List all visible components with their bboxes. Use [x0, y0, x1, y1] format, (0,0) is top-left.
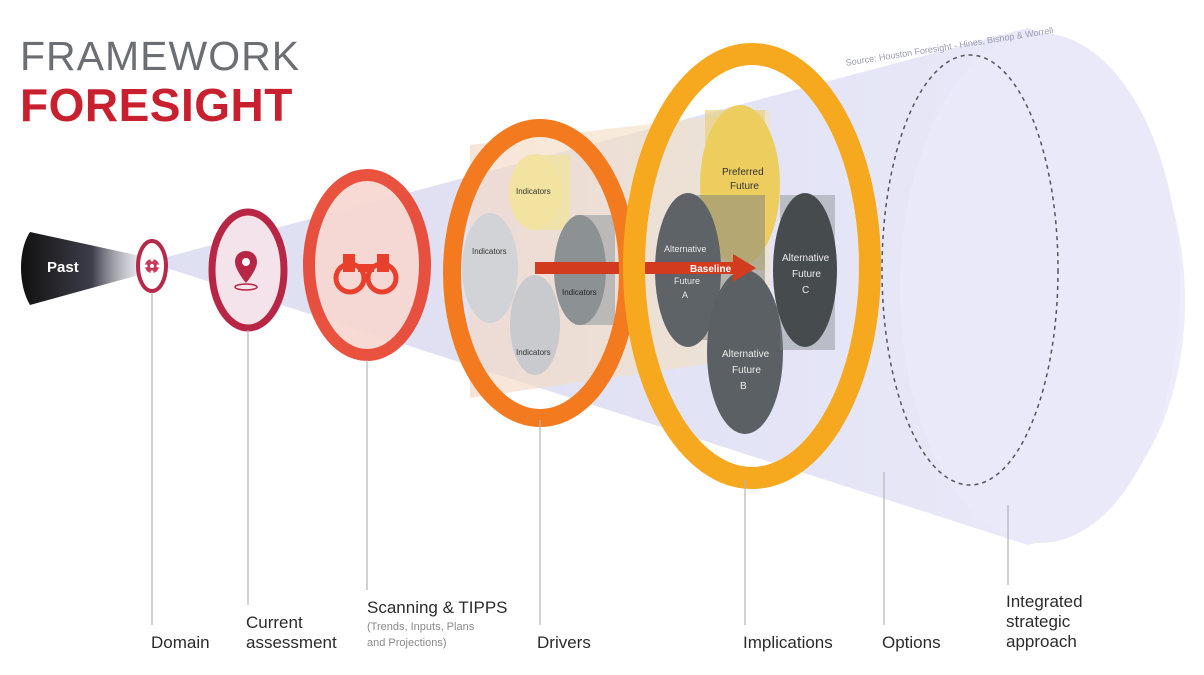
alt-future-b-line2: Future	[732, 365, 761, 376]
options-dashed-ring	[881, 54, 1059, 486]
indicator-label-1: Indicators	[516, 187, 551, 196]
baseline-arrow	[535, 254, 756, 282]
title-framework: FRAMEWORK	[20, 33, 301, 79]
implications-label: Implications	[743, 633, 833, 652]
alt-future-a-line1: Alternative	[664, 244, 707, 254]
binoculars-icon	[333, 254, 399, 295]
indicator-label-2: Indicators	[472, 247, 507, 256]
scanning-sub-line1: (Trends, Inputs, Plans	[367, 621, 475, 633]
indicator-label-4: Indicators	[516, 348, 551, 357]
integrated-label-line1: Integrated	[1006, 592, 1083, 611]
alt-future-a-line3: A	[682, 290, 689, 300]
alt-future-c-line1: Alternative	[782, 253, 830, 264]
baseline-label: Baseline	[690, 264, 732, 275]
integrated-label-line3: approach	[1006, 632, 1077, 651]
preferred-future-line2: Future	[730, 181, 759, 192]
implications-ring	[623, 43, 881, 489]
alt-future-a-line2: Future	[674, 276, 701, 286]
title-foresight: FORESIGHT	[20, 79, 293, 131]
alt-future-c-line3: C	[802, 285, 810, 296]
current-assessment-label-line2: assessment	[246, 633, 337, 652]
scanning-sub-line2: and Projections)	[367, 637, 447, 649]
leader-lines	[151, 293, 1009, 625]
scanning-label: Scanning & TIPPS	[367, 598, 508, 617]
alt-future-b-line3: B	[740, 381, 747, 392]
options-label: Options	[882, 633, 941, 652]
integrated-label-line2: strategic	[1006, 612, 1071, 631]
location-pin-icon	[234, 251, 258, 291]
current-assessment-label-line1: Current	[246, 613, 303, 632]
alt-future-b-line1: Alternative	[722, 349, 770, 360]
indicator-label-3: Indicators	[562, 288, 597, 297]
cone-mouth	[900, 33, 1180, 543]
past-wedge	[21, 232, 150, 305]
domain-label: Domain	[151, 633, 210, 652]
alt-future-c-line2: Future	[792, 269, 821, 280]
drivers-label: Drivers	[537, 633, 591, 652]
preferred-future-line1: Preferred	[722, 167, 764, 178]
past-label: Past	[47, 259, 79, 276]
domain-dots-icon	[144, 258, 160, 274]
